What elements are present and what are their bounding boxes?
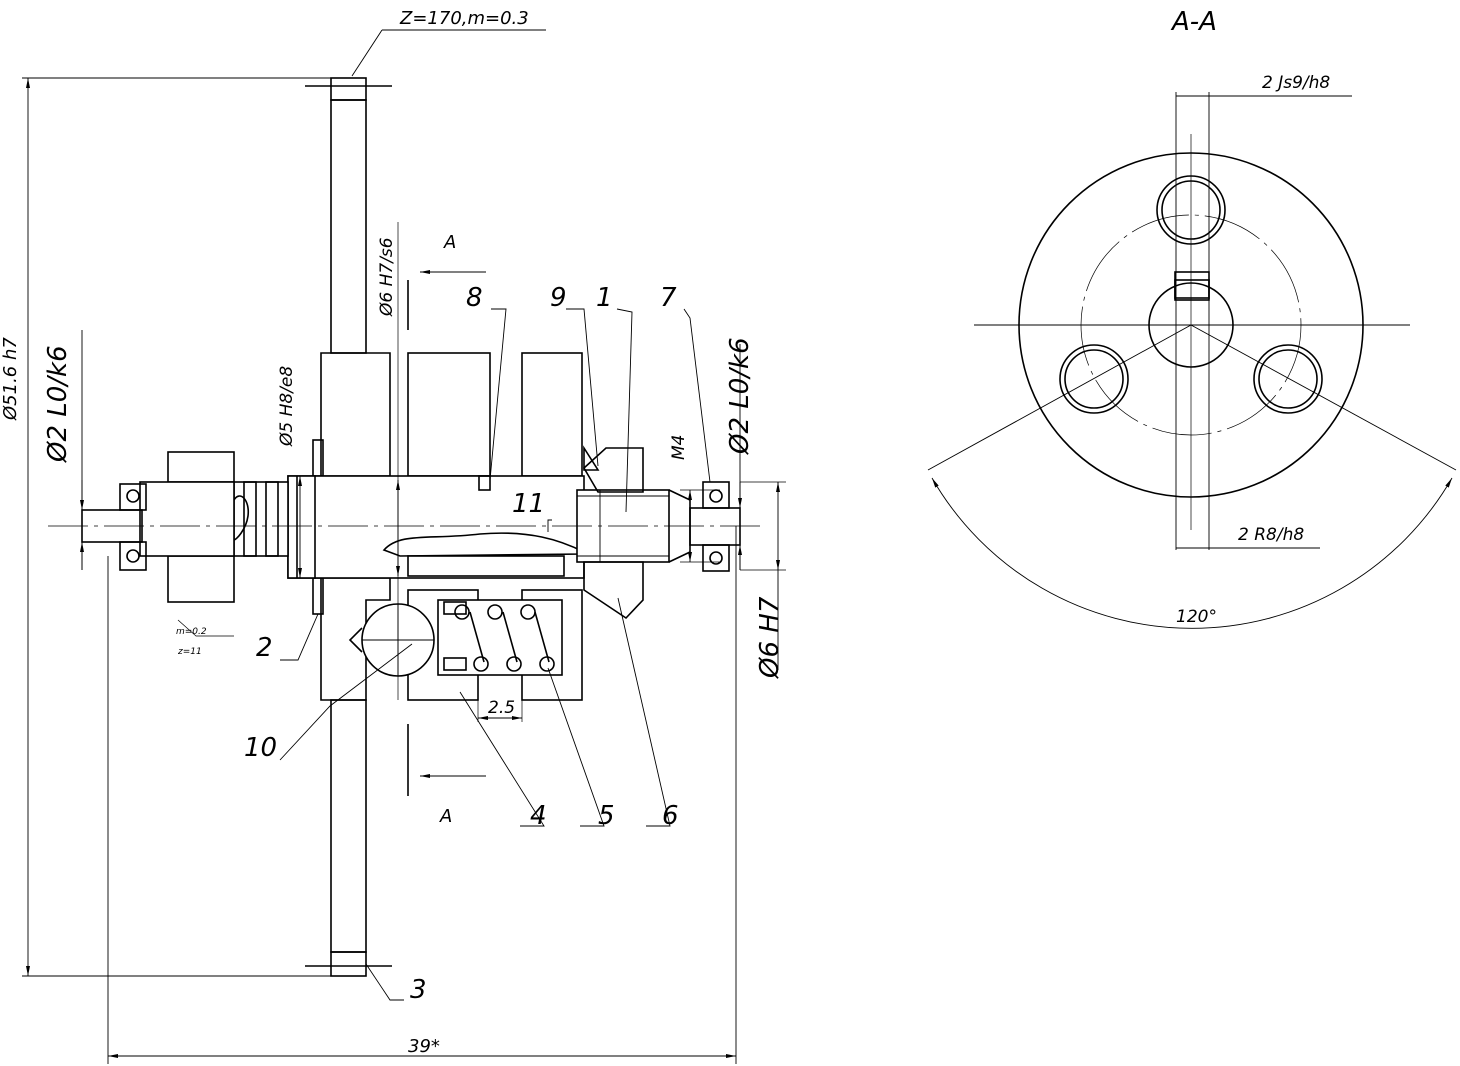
part-label-5: 5 <box>598 801 615 831</box>
part-label-9: 9 <box>550 283 567 313</box>
main-shaft <box>287 475 585 579</box>
detent-ball <box>348 603 435 677</box>
section-center-lines <box>927 92 1457 550</box>
dim-outer-diameter: Ø51.6 h7 <box>0 337 21 421</box>
dim-key-width: 2 Js9/h8 <box>1262 73 1330 93</box>
dim-overall-length: 39* <box>408 1036 440 1057</box>
dim-thread: M4 <box>669 435 689 460</box>
dim-angle: 120° <box>1176 607 1217 627</box>
dim-spring-pitch: 2.5 <box>488 698 515 718</box>
spring <box>443 601 555 672</box>
section-view: A-A 2 Js9/h8 <box>927 7 1457 629</box>
part-label-11: 11 <box>512 489 545 519</box>
small-gear-note-2: z=11 <box>177 647 202 657</box>
section-title: A-A <box>1170 7 1217 37</box>
leader-lines <box>177 308 711 1001</box>
center-lines <box>48 222 764 796</box>
dim-shaft-right: Ø2 L0/k6 <box>725 337 755 455</box>
section-dimensions: 2 Js9/h8 2 R8/h8 120° <box>931 73 1453 629</box>
dim-pin-radius: 2 R8/h8 <box>1238 525 1304 545</box>
section-mark-top: A <box>443 232 456 253</box>
dimension-lines <box>22 29 786 1064</box>
section-mark-bottom: A <box>439 806 452 827</box>
main-view: Z=170,m=0.3 A A Ø51.6 h7 Ø2 L0/k6 Ø5 H8/… <box>0 8 786 1064</box>
dim-hub-fit: Ø5 H8/e8 <box>277 366 297 447</box>
main-labels: Z=170,m=0.3 A A Ø51.6 h7 Ø2 L0/k6 Ø5 H8/… <box>0 8 785 1057</box>
part-label-6: 6 <box>662 801 679 831</box>
nut <box>582 445 644 620</box>
dim-bore-fit: Ø6 H7/s6 <box>377 237 397 317</box>
part-label-2: 2 <box>256 633 273 663</box>
dim-shaft-left: Ø2 L0/k6 <box>43 345 73 463</box>
small-gear-note-1: m=0.2 <box>176 627 207 637</box>
part-label-7: 7 <box>660 283 677 313</box>
part-label-4: 4 <box>530 801 547 831</box>
dim-pin-fit: Ø6 H7 <box>755 596 785 679</box>
right-bearing <box>689 481 741 572</box>
part-label-8: 8 <box>466 283 483 313</box>
part-label-10: 10 <box>244 733 277 763</box>
left-housing <box>407 352 583 701</box>
left-gear-assembly <box>81 451 289 603</box>
gear-spec-label: Z=170,m=0.3 <box>399 8 529 29</box>
part-label-1: 1 <box>596 283 613 313</box>
part-label-3: 3 <box>410 975 427 1005</box>
